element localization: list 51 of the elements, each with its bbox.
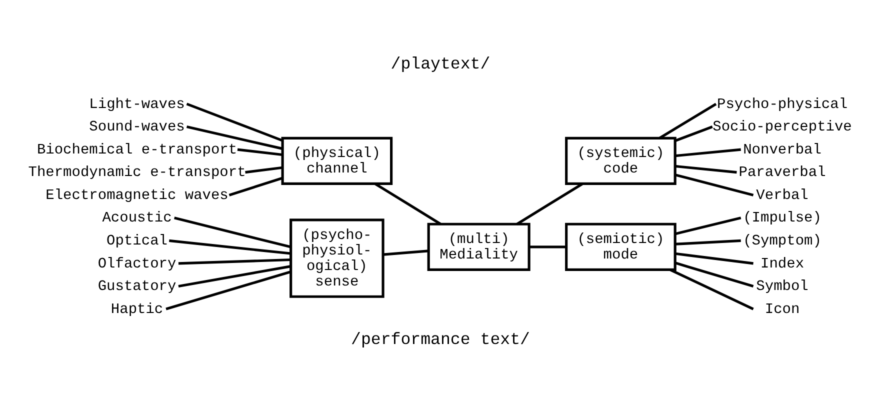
node-text: Gustatory	[98, 278, 176, 295]
node-text: Icon	[764, 301, 800, 318]
connector	[675, 252, 754, 264]
node-text: Biochemical e-transport	[36, 142, 238, 158]
node-text: Optical	[106, 233, 168, 250]
connector	[675, 216, 742, 235]
connector	[674, 173, 754, 196]
connector	[675, 164, 737, 174]
node-text: Nonverbal	[743, 142, 822, 158]
connector	[237, 148, 283, 156]
node-box: (physical) channel	[281, 136, 393, 184]
connector	[374, 182, 442, 225]
connector	[178, 264, 291, 288]
connector	[178, 258, 291, 264]
node-text: Index	[760, 256, 804, 272]
node-box: (multi) Mediality	[427, 222, 530, 270]
connector	[675, 238, 741, 245]
connector	[383, 249, 428, 256]
node-box: (psycho- physiol- ogical) sense	[290, 218, 384, 298]
node-text: Socio-perceptive	[712, 119, 852, 136]
node-text: Light-waves	[89, 96, 185, 112]
connector	[669, 268, 754, 310]
connector	[186, 102, 283, 142]
connector	[166, 270, 292, 310]
node-text: Psycho-physical	[717, 96, 848, 112]
node-box: (semiotic) mode	[565, 222, 676, 270]
node-text: Thermodynamic e-transport	[28, 164, 246, 181]
node-box: (systemic) code	[565, 136, 676, 184]
connector	[674, 261, 754, 287]
node-text: Symbol	[756, 278, 808, 295]
connector	[658, 102, 717, 139]
node-text: (Impulse)	[743, 210, 822, 226]
connector	[245, 166, 283, 174]
node-text: Electromagnetic waves	[46, 187, 228, 204]
connector	[674, 125, 713, 142]
node-text: Sound-waves	[89, 119, 185, 136]
connector	[169, 238, 291, 254]
diagram-title: /playtext/	[390, 54, 490, 74]
connector	[186, 124, 283, 150]
node-text: Paraverbal	[738, 164, 826, 181]
node-text: Olfactory	[98, 256, 176, 272]
node-text: Verbal	[756, 187, 808, 204]
node-text: Haptic	[110, 301, 164, 318]
connector	[174, 216, 291, 248]
connector	[529, 245, 566, 248]
connector	[516, 182, 584, 225]
node-text: Acoustic	[102, 210, 172, 226]
connector	[675, 148, 741, 157]
caption: /performance text/	[351, 330, 530, 349]
connector	[228, 176, 283, 196]
node-text: (Symptom)	[743, 233, 822, 250]
